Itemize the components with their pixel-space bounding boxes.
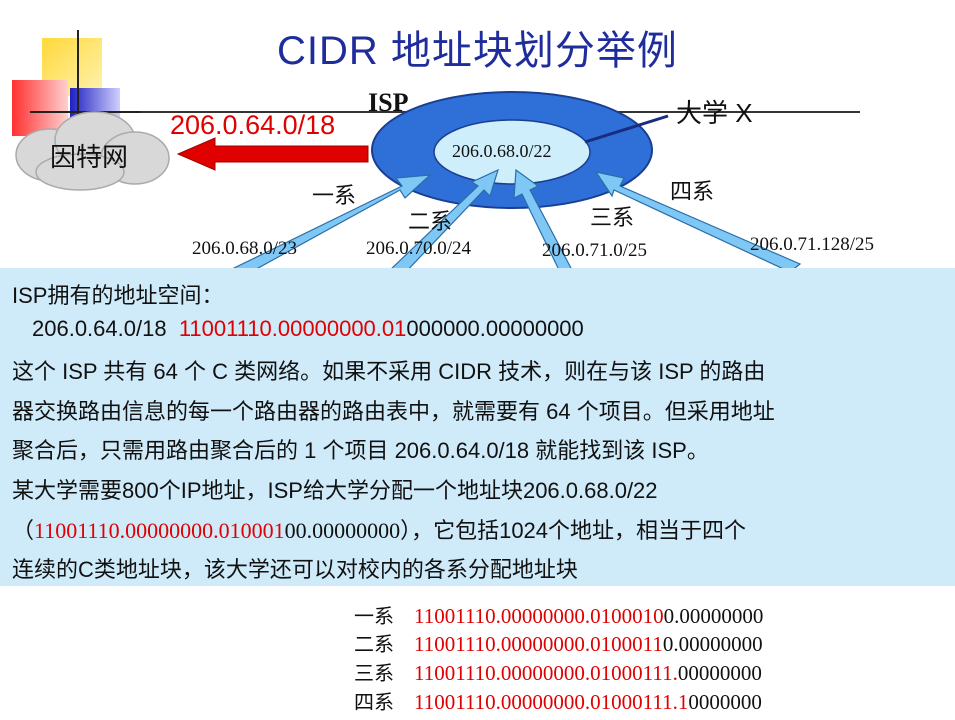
university-ellipse [433, 119, 591, 185]
dept-name-3: 三系 [590, 205, 635, 230]
university-label: 大学 X [676, 98, 753, 128]
isp-label: ISP [368, 88, 409, 117]
dept-bits-black: 00000000 [677, 661, 762, 685]
isp-bin-red: 11001110.00000000.01 [178, 316, 407, 341]
dept-name-1: 一系 [312, 183, 357, 208]
dept-bits-name: 三系 [354, 661, 394, 685]
dept-prefix-2: 206.0.70.0/24 [366, 238, 472, 259]
dept-bits-red: 11001110.00000000.01000111. [414, 661, 678, 685]
dept-bits-row: 四系 11001110.00000000.01000111.10000000 [354, 686, 762, 715]
dept-bits-red: 11001110.00000000.0100010 [414, 604, 664, 628]
dept-bits-black: 0.00000000 [662, 632, 763, 656]
dept-prefix-4: 206.0.71.128/25 [750, 234, 875, 255]
dept-arrow-3 [513, 168, 573, 273]
dept-prefix-3: 206.0.71.0/25 [542, 240, 648, 261]
university-prefix-label: 206.0.68.0/22 [452, 141, 552, 161]
info-line-4: 器交换路由信息的每一个路由器的路由表中，就需要有 64 个项目。但采用地址 [12, 399, 775, 424]
dept-prefix-1: 206.0.68.0/23 [192, 238, 298, 259]
info-line-2: 206.0.64.0/18 11001110.00000000.01000000… [32, 316, 584, 342]
page-title: CIDR 地址块划分举例 [277, 29, 678, 73]
dept-arrow-2 [386, 168, 499, 279]
isp-prefix-label: 206.0.64.0/18 [170, 110, 336, 140]
info-line-6: 某大学需要800个IP地址，ISP给大学分配一个地址块206.0.68.0/22 [12, 478, 658, 503]
isp-bin-black: 000000.00000000 [406, 316, 584, 341]
univ-bin-red: 11001110.00000000.010001 [34, 518, 285, 543]
univ-bin-black: 00.00000000 [284, 518, 401, 543]
dept-arrow-4 [594, 171, 802, 273]
dept-bits-black: 0.00000000 [663, 604, 764, 628]
dept-bits-name: 一系 [354, 604, 394, 628]
dept-bits-red: 11001110.00000000.0100011 [414, 632, 663, 656]
info-line-3: 这个 ISP 共有 64 个 C 类网络。如果不采用 CIDR 技术，则在与该 … [12, 359, 766, 384]
dept-bits-name: 四系 [354, 690, 394, 714]
info-line-1: ISP拥有的地址空间： [12, 283, 224, 308]
info-box: ISP拥有的地址空间： 206.0.64.0/18 11001110.00000… [0, 268, 955, 586]
slide-logo [12, 30, 140, 140]
dept-bits-name: 二系 [354, 632, 394, 656]
red-arrow [176, 137, 369, 171]
dept-bits-row: 三系 11001110.00000000.01000111.00000000 [354, 657, 762, 686]
dept-bits-row: 二系 11001110.00000000.01000110.00000000 [354, 628, 763, 657]
dept-name-4: 四系 [670, 179, 715, 204]
internet-label: 因特网 [50, 142, 129, 172]
dept-bits-row: 一系 11001110.00000000.01000100.00000000 [354, 600, 763, 629]
dept-name-2: 二系 [408, 209, 453, 234]
info-line-7: （11001110.00000000.01000100.00000000），它包… [12, 513, 746, 545]
isp-prefix-text: 206.0.64.0/18 [32, 316, 167, 341]
cidr-diagram [15, 91, 802, 279]
internet-cloud [15, 111, 170, 191]
info-line-8: 连续的C类地址块，该大学还可以对校内的各系分配地址块 [12, 557, 578, 582]
paren-open: （ [12, 518, 35, 543]
info-line-5: 聚合后，只需用路由聚合后的 1 个项目 206.0.64.0/18 就能找到该 … [12, 438, 709, 463]
dept-bits-black: 0000000 [688, 690, 762, 714]
dept-bits-red: 11001110.00000000.01000111.1 [414, 690, 689, 714]
dept-arrow-1 [228, 174, 432, 279]
line7-rest: ），它包括1024个地址，相当于四个 [400, 518, 747, 543]
department-arrows [228, 168, 802, 279]
